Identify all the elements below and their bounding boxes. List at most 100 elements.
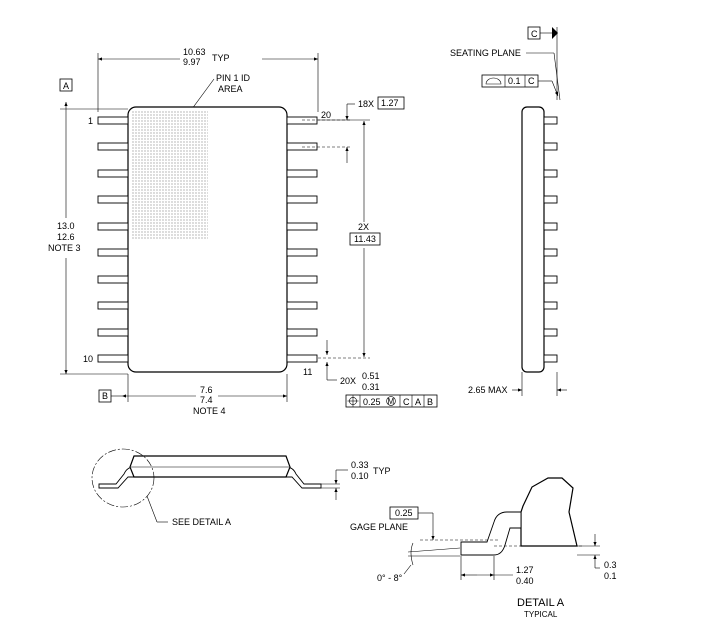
pin-11-label: 11 [303,367,312,377]
lead-right [286,275,318,284]
length-note-text: NOTE 3 [48,243,81,253]
lead-left [97,195,129,204]
top-view: 10.63 9.97 TYP PIN 1 ID AREA A 13.0 12.6… [48,47,438,416]
end-body [129,455,291,478]
gage-plane-text: GAGE PLANE [350,522,408,532]
datum-a-text: A [63,81,69,91]
thick-suffix-text: TYP [373,466,391,476]
foot-max-text: 1.27 [516,565,534,575]
length-max-text: 13.0 [57,221,75,231]
end-view: SEE DETAIL A 0.33 0.10 TYP [91,448,391,527]
pitch-count-text: 18X [358,99,374,109]
detail-a-circle [91,448,155,508]
foot-min-text: 0.40 [516,576,534,586]
right-leads [286,116,318,363]
side-lead [543,195,558,204]
thick-max-text: 0.33 [351,460,369,470]
lead-right [286,248,318,257]
datum-c-text: C [531,29,538,39]
side-lead [543,354,558,363]
end-lead-left [98,466,135,489]
side-lead [543,169,558,178]
gage-value-text: 0.25 [395,508,413,518]
lead-right [286,142,318,151]
flatness-icon [485,77,502,85]
see-detail-text: SEE DETAIL A [172,517,231,527]
height-text: 2.65 MAX [468,385,508,395]
triangle-icon [552,27,558,39]
side-lead [543,222,558,231]
side-body [521,106,545,373]
lead-right [286,354,318,363]
lead-left [97,116,129,125]
seating-leader [553,52,561,101]
lead-left [97,222,129,231]
detail-subtitle: TYPICAL [524,610,558,619]
lead-left [97,142,129,151]
pin1-id-area [131,110,208,240]
side-view: C SEATING PLANE 0.1 C [450,26,567,396]
pin-20-label: 20 [321,110,331,120]
side-lead [543,142,558,151]
flatness-frame: 0.1 C [481,74,559,97]
side-lead [543,301,558,310]
seating-plane-label: SEATING PLANE [450,48,521,58]
angle-arc [410,542,414,566]
lead-left [97,169,129,178]
standoff-min-text: 0.1 [604,571,617,581]
detail-title: DETAIL A [517,597,565,609]
position-datum-2-text: A [415,397,421,407]
bodyw-max-text: 7.6 [200,385,213,395]
position-frame-box [345,394,438,408]
lead-right [286,301,318,310]
flatness-value-text: 0.1 [508,76,521,86]
leadw-count-text: 20X [340,376,356,386]
width-suffix-text: TYP [212,53,230,63]
side-lead [543,248,558,257]
span-box [349,232,381,246]
angle-ref-line [407,547,461,553]
pitch-box [377,96,405,110]
pin1-label-line1: PIN 1 ID [216,73,251,83]
left-leads [97,116,129,363]
position-datum-1-text: C [403,397,410,407]
thick-min-text: 0.10 [351,471,369,481]
detail-body [520,477,578,547]
position-tolerance-text: 0.25 [363,397,381,407]
position-modifier-text: M [388,397,395,406]
length-min-text: 12.6 [57,232,75,242]
side-lead [543,328,558,337]
flatness-datum-text: C [528,76,535,86]
span-count-text: 2X [358,222,369,232]
end-lead-right [285,466,322,489]
pin-10-label: 10 [83,354,93,364]
lead-right [286,328,318,337]
mmc-circle-icon [386,396,396,406]
lead-left [97,301,129,310]
lead-left [97,248,129,257]
see-detail-leader [146,495,158,523]
lead-left [97,354,129,363]
datum-a-box [59,78,73,92]
position-icon [347,395,359,407]
pin-1-label: 1 [88,116,93,126]
flatness-leader-tip [551,80,559,97]
datum-b-text: B [102,391,108,401]
side-lead [543,275,558,284]
span-value-text: 11.43 [354,234,376,244]
lead-left [97,328,129,337]
lead-right [286,222,318,231]
leadw-min-text: 0.31 [362,382,380,392]
width-min-text: 9.97 [183,57,201,67]
side-leads [543,116,558,363]
side-lead [543,116,558,125]
angle-text: 0° - 8° [377,573,403,583]
bodyw-note-text: NOTE 4 [193,406,226,416]
leadw-max-text: 0.51 [362,371,380,381]
lead-left [97,275,129,284]
lead-right [286,195,318,204]
detail-lead [460,511,522,556]
bodyw-min-text: 7.4 [200,395,213,405]
width-max-text: 10.63 [183,47,206,57]
